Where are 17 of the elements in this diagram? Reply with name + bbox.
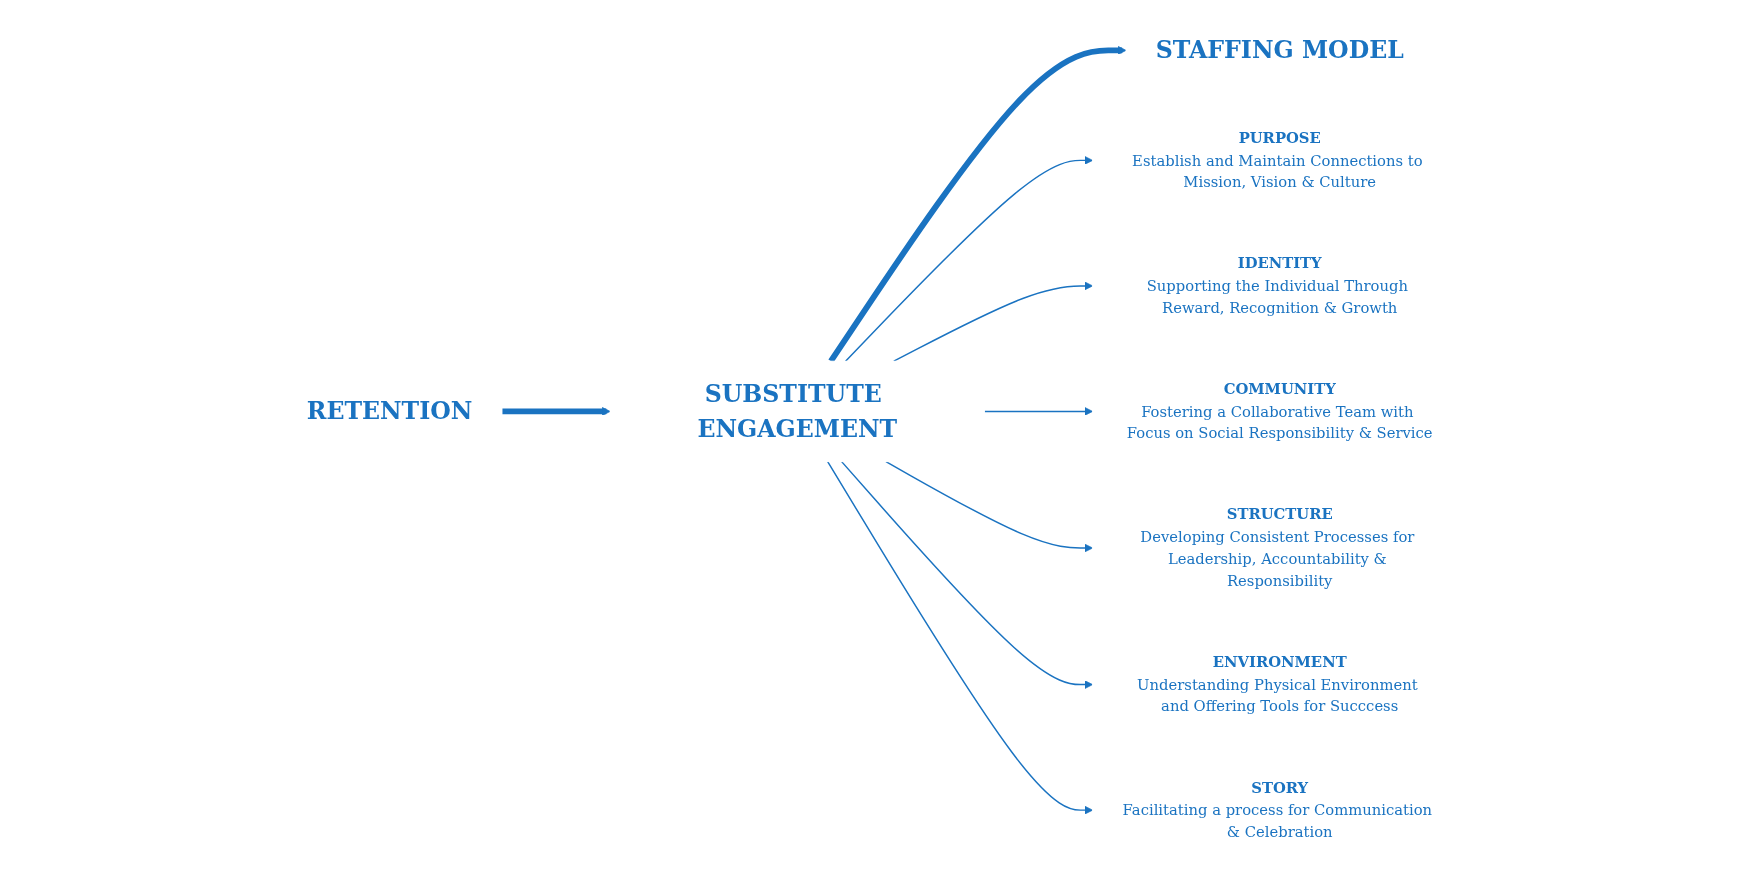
node-text: COMMUNITY Fostering a Collaborative Team with Focus on Social Responsibility & Service	[1126, 380, 1433, 443]
node-text: SUBSTITUTE ENGAGEMENT	[697, 378, 898, 443]
arrow	[983, 407, 1094, 416]
node-text: RETENTION	[306, 396, 473, 426]
arrow	[885, 460, 1094, 553]
node-text: IDENTITY Supporting the Individual Through Reward, Recognition & Growth	[1146, 254, 1408, 317]
arrow	[840, 460, 1094, 689]
arrow	[501, 407, 611, 416]
arrow	[828, 46, 1127, 363]
node-text: PURPOSE Establish and Maintain Connections to Mission, Vision & Culture	[1132, 129, 1423, 192]
arrow	[893, 281, 1094, 362]
node-text: STAFFING MODEL	[1155, 35, 1404, 65]
arrow	[826, 460, 1094, 815]
arrow	[844, 156, 1094, 362]
node-text: STORY Facilitating a process for Communication & Celebration	[1122, 778, 1433, 841]
node-text: STRUCTURE Developing Consistent Processes for Leadership, Accountability & Responsibility	[1140, 505, 1415, 590]
node-text: ENVIRONMENT Understanding Physical Environment and Offering Tools for Succcess	[1137, 653, 1418, 716]
